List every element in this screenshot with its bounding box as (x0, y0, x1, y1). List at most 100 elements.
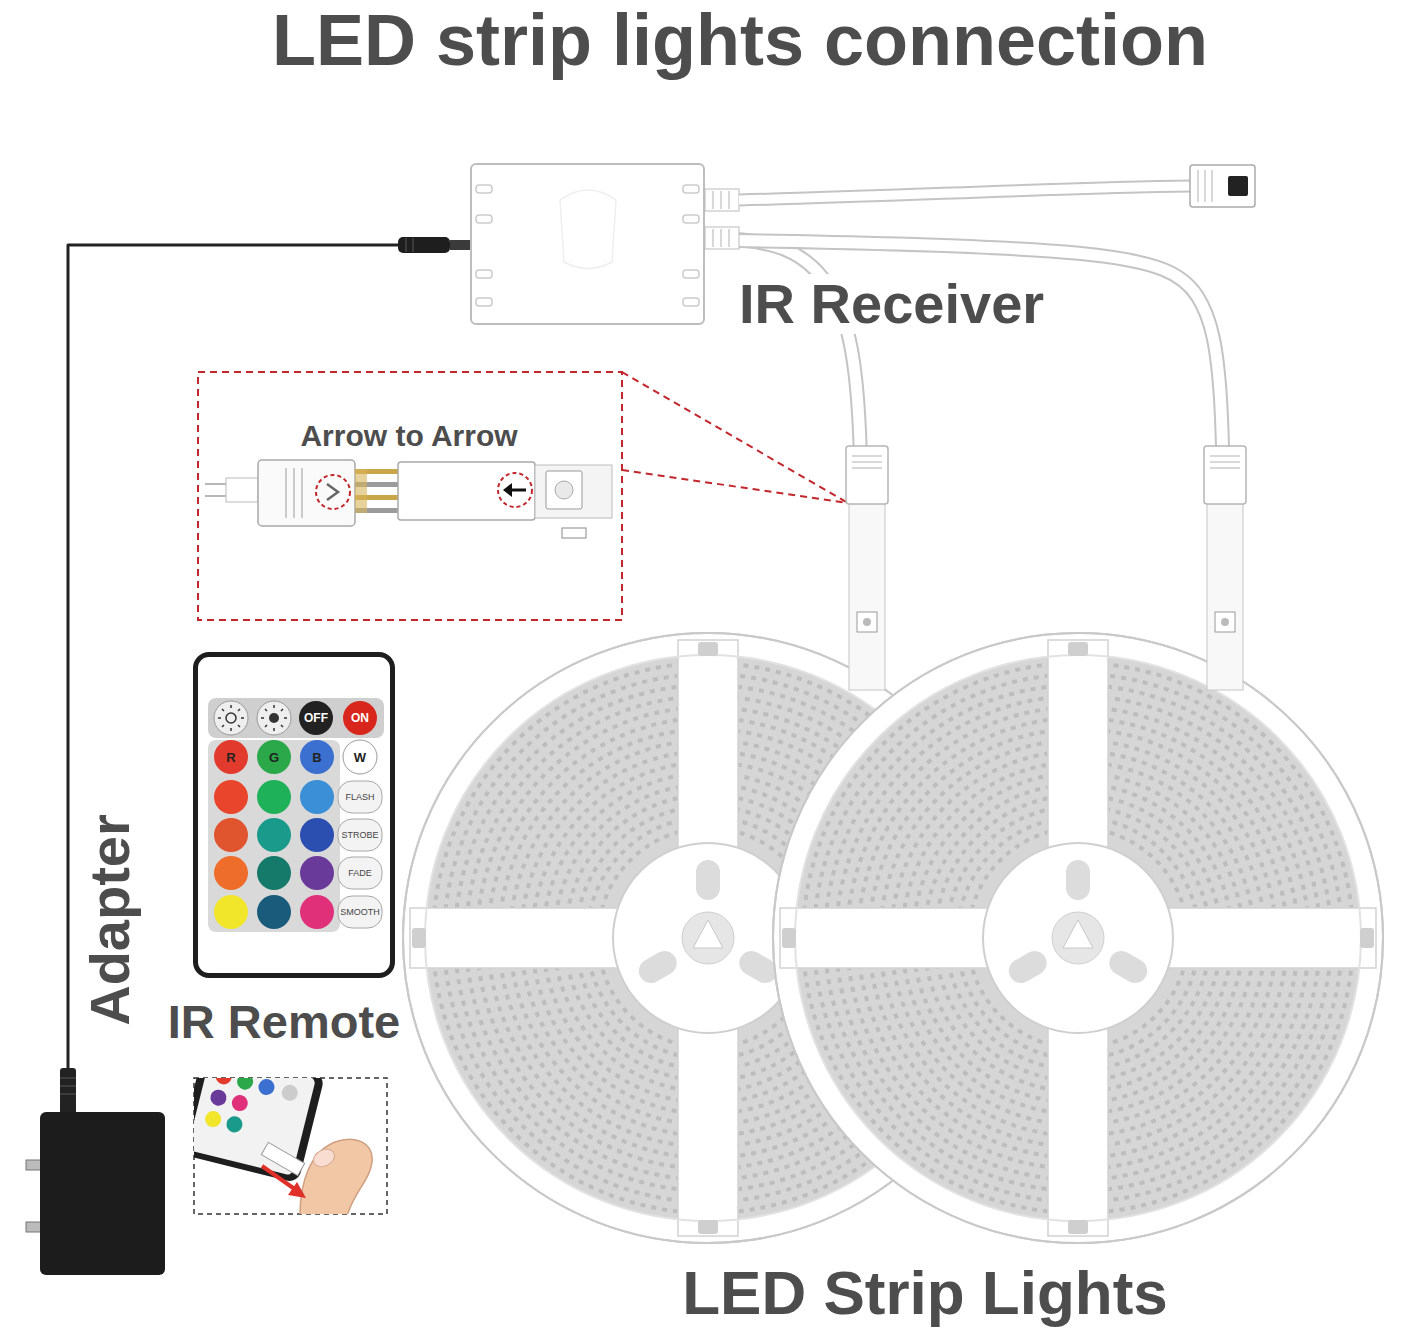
female-connector (1228, 176, 1248, 196)
component-label: LED Strip Lights (682, 1262, 1168, 1324)
receiver-body (470, 163, 705, 325)
dc-jack (406, 238, 413, 252)
connector-pins (355, 469, 367, 513)
strip-tail (846, 446, 888, 504)
remote-button (300, 780, 334, 814)
remote-button (338, 819, 382, 851)
remote-body (193, 652, 395, 978)
receiver-rib (476, 185, 492, 193)
remote-button (300, 740, 334, 774)
remote-button (218, 705, 244, 731)
female-connector (1190, 165, 1255, 207)
button-label: R (226, 751, 235, 764)
remote-button (261, 705, 287, 731)
receiver-rib (560, 190, 616, 269)
hand-illustration (194, 1078, 316, 1176)
remote-button (257, 895, 291, 929)
hand-illustration (209, 1088, 228, 1107)
hand-illustration (194, 1078, 325, 1184)
callout-label: Arrow to Arrow (300, 421, 517, 451)
strip-tail (849, 500, 885, 690)
hand-illustration (194, 1078, 372, 1214)
hand-illustration (214, 1078, 233, 1086)
component-label: IR Remote (168, 998, 400, 1045)
hand-illustration (288, 1182, 306, 1198)
receiver-rib (683, 215, 699, 223)
dc-jack (398, 237, 470, 253)
remote-button (343, 740, 377, 774)
hand-illustration (225, 1115, 244, 1134)
remote-button (338, 857, 382, 889)
button-label: OFF (304, 712, 328, 724)
output-cable (739, 186, 1192, 200)
plug-rib (286, 468, 302, 518)
strip-tail (1210, 456, 1240, 468)
button-label: SMOOTH (340, 908, 380, 917)
inset-sleeve (226, 478, 258, 502)
remote-button (300, 856, 334, 890)
arrow-mark (510, 489, 526, 492)
adapter-parts (26, 1222, 41, 1232)
hand-illustration (235, 1078, 254, 1091)
remote-button (338, 896, 382, 928)
remote-body (193, 652, 395, 978)
hand-illustration (203, 1109, 222, 1128)
output-cable (739, 186, 1192, 200)
adapter-parts (60, 1068, 76, 1114)
remote-button (214, 856, 248, 890)
strip-cable (705, 240, 1224, 628)
arrow-mark (327, 484, 338, 500)
output-cable (739, 186, 1192, 200)
button-label: STROBE (341, 831, 378, 840)
dc-jack (398, 237, 450, 253)
remote-button (299, 701, 333, 735)
power-adapter: Adapter (40, 1112, 165, 1275)
strip-cable (705, 240, 1224, 628)
receiver-rib (683, 185, 699, 193)
remote-button (343, 701, 377, 735)
remote-body (208, 740, 340, 932)
remote-button (300, 818, 334, 852)
strip-tail (852, 456, 882, 468)
remote-button (269, 713, 279, 723)
receiver-sleeve (713, 191, 729, 247)
receiver-sleeve (705, 227, 739, 249)
remote-button (257, 780, 291, 814)
button-label: ON (351, 712, 369, 724)
receiver-rib (476, 270, 492, 278)
remote-button (214, 895, 248, 929)
component-label: Adapter (82, 814, 138, 1026)
receiver-body (470, 163, 705, 325)
remote-button (300, 895, 334, 929)
hand-illustration (230, 1093, 249, 1112)
button-label: FLASH (345, 793, 374, 802)
dc-jack (450, 240, 470, 250)
remote-button (214, 740, 248, 774)
receiver-sleeve (705, 189, 739, 249)
remote-button (257, 701, 291, 735)
arrow-mark-circle (316, 475, 350, 509)
receiver-sleeve (705, 189, 739, 211)
callout-leader (622, 372, 848, 503)
solder-pads (562, 528, 586, 538)
button-label: G (269, 751, 279, 764)
remote-button (214, 701, 382, 929)
callout-inset (198, 372, 848, 620)
remote-body (208, 698, 384, 738)
remote-button (214, 701, 248, 735)
ir-remote: IR Remote (193, 652, 395, 978)
button-label: B (312, 751, 321, 764)
adapter-parts (26, 1160, 41, 1170)
hand-illustration (262, 1166, 296, 1190)
diagram-title: LED strip lights connection (272, 4, 1208, 76)
strip-tail (846, 446, 1246, 690)
arrow-mark (503, 483, 512, 497)
remote-button (257, 740, 291, 774)
hand-illustration (300, 1139, 372, 1214)
remote-button (338, 781, 382, 813)
remote-button (214, 818, 248, 852)
strip-tail (863, 618, 871, 626)
callout-frame (198, 372, 622, 620)
hand-illustration (280, 1083, 299, 1102)
strip-tail (1207, 500, 1243, 690)
